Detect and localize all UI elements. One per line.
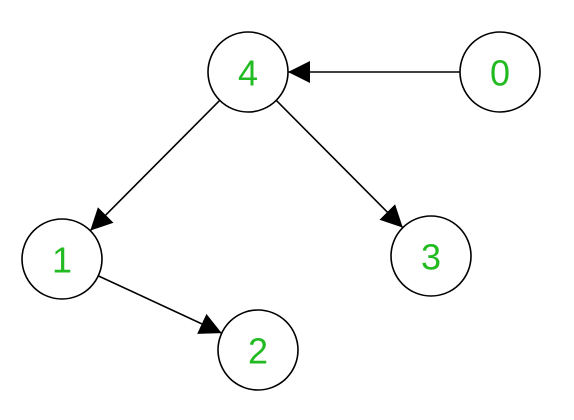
node-circle-0 — [459, 31, 541, 113]
node-4: 4 — [207, 31, 289, 113]
node-circle-4 — [207, 31, 289, 113]
node-1: 1 — [21, 218, 103, 300]
nodes: 4 0 1 3 2 — [21, 31, 541, 391]
edge-1-to-2 — [97, 275, 223, 334]
node-label-0: 0 — [490, 53, 510, 94]
node-circle-1 — [21, 218, 103, 300]
edge-4-to-1 — [89, 99, 221, 232]
node-label-3: 3 — [421, 237, 441, 278]
node-2: 2 — [217, 309, 299, 391]
node-label-1: 1 — [52, 240, 72, 281]
edges — [89, 61, 460, 334]
edge-4-to-3 — [275, 99, 404, 229]
node-0: 0 — [459, 31, 541, 113]
node-label-2: 2 — [248, 331, 268, 372]
node-circle-2 — [217, 309, 299, 391]
node-3: 3 — [390, 215, 472, 297]
node-label-4: 4 — [238, 53, 258, 94]
node-circle-3 — [390, 215, 472, 297]
